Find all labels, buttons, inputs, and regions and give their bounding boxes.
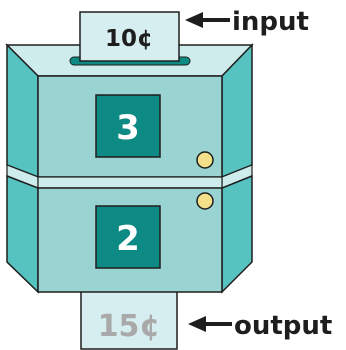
input-arrow-label: input [232,7,309,37]
machine-box [5,43,254,294]
lower-knob [196,192,214,210]
output-arrow-head [188,316,206,332]
lower-number: 2 [116,219,140,259]
upper-number-panel: 3 [95,94,161,158]
output-card-label: 15¢ [98,309,161,344]
output-arrow: output [188,311,332,341]
lower-left-side [6,174,39,294]
input-arrow-head [185,12,203,28]
input-card-label: 10¢ [105,26,153,52]
separator-band [37,176,223,189]
output-arrow-label: output [234,311,332,341]
upper-knob [196,151,214,169]
input-card: 10¢ [79,11,180,62]
upper-number: 3 [116,108,140,148]
lower-right-side [221,174,253,294]
output-card: 15¢ [80,282,178,350]
lower-number-panel: 2 [95,205,161,269]
input-arrow: input [185,7,309,37]
